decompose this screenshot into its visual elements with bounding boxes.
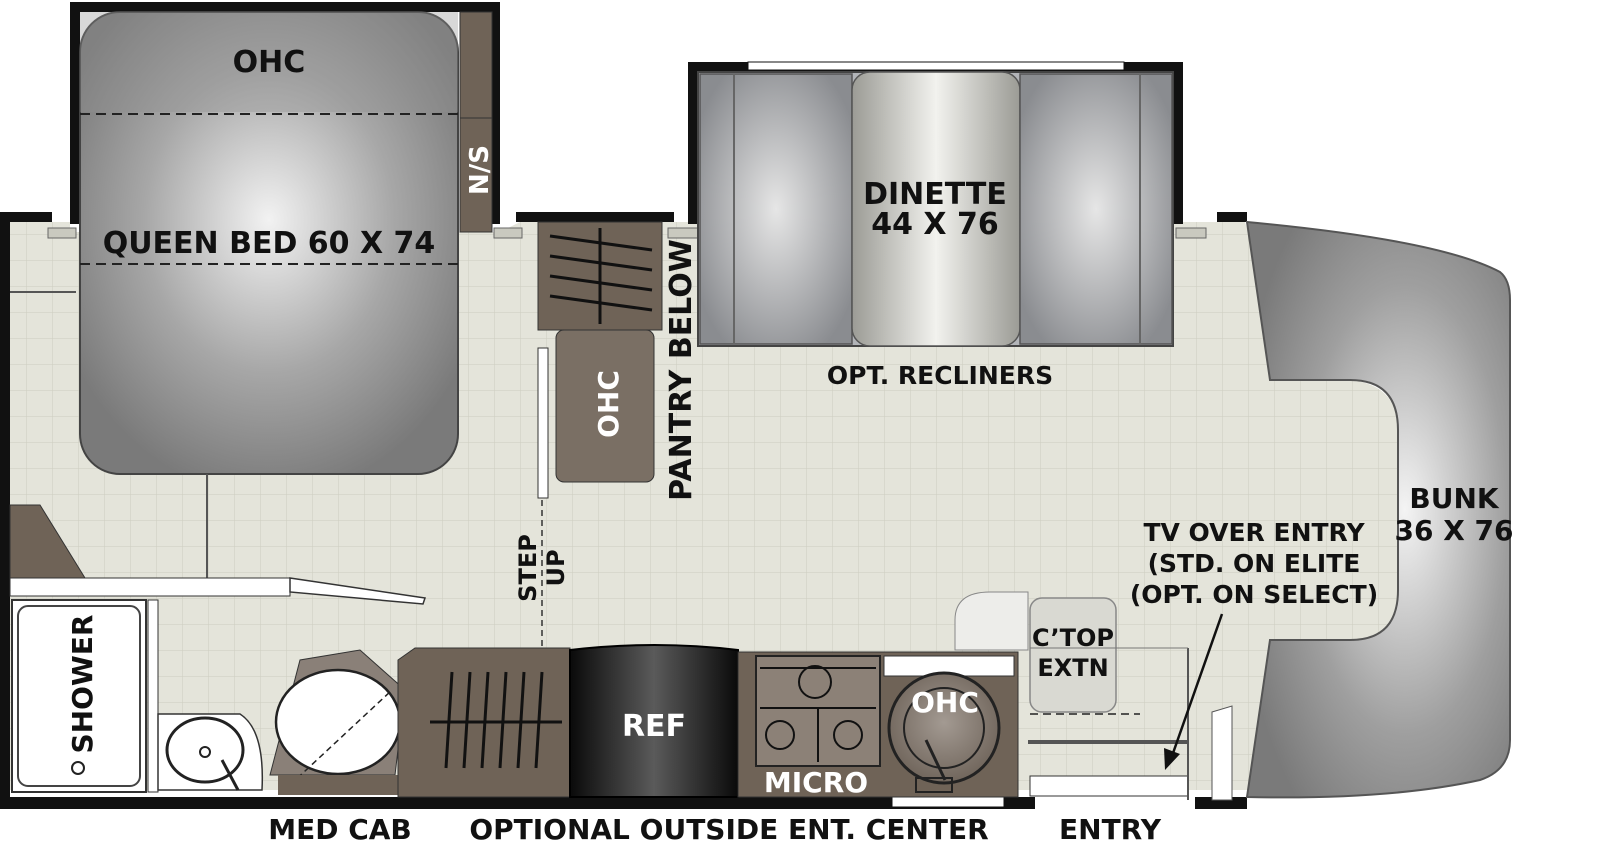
label-entry: ENTRY [1059,813,1162,846]
label-ref: REF [622,709,686,744]
label-bunk-size: 36 X 76 [1394,514,1513,547]
sink-basin [165,716,245,784]
toilet [274,668,402,776]
cooktop-burners [760,665,876,762]
tv-arrow-head [1164,748,1180,770]
label-micro: MICRO [764,766,868,799]
ohc-cabinet-mid [555,329,655,483]
cab-over-bunk [1245,220,1511,799]
label-opt-recliners: OPT. RECLINERS [827,361,1053,390]
pantry-shelves [549,228,653,324]
countertop-extension [1029,597,1117,713]
label-ctop: C’TOP [1032,624,1114,652]
step-edge [537,347,549,499]
label-tv-line3: (OPT. ON SELECT) [1130,580,1378,609]
refrigerator [569,644,739,798]
label-shower: SHOWER [66,615,99,754]
label-ohc-kitchen: OHC [911,686,979,719]
label-queen-bed: QUEEN BED 60 X 74 [103,226,436,261]
label-ohc-bed: OHC [233,45,306,80]
label-dinette-size: 44 X 76 [871,207,999,242]
dinette-seat-right [1019,73,1173,345]
tv-arrow-line [1170,613,1224,757]
kitchen-sink [887,671,1001,785]
dinette-seat-left [699,73,853,345]
label-med-cab: MED CAB [268,813,412,846]
shower-drain [71,761,85,775]
label-up: UP [542,549,570,586]
label-step: STEP [514,534,542,602]
countertop-rounded [954,591,1029,651]
label-bunk: BUNK [1409,482,1500,515]
label-ctop-extn: EXTN [1037,654,1108,682]
nightstand [459,11,493,233]
label-pantry-below: PANTRY BELOW [664,239,699,501]
slide-trim [47,227,1207,239]
label-outside-ent-center: OPTIONAL OUTSIDE ENT. CENTER [469,813,988,846]
bathroom-door [289,577,426,605]
entry-step [1029,775,1189,797]
walls [0,2,1247,809]
label-tv-line2: (STD. ON ELITE [1148,549,1361,578]
queen-bed [79,11,459,475]
label-ohc-mid: OHC [592,370,625,438]
ent-center-shelves [430,671,562,769]
label-tv-line1: TV OVER ENTRY [1143,518,1365,547]
label-dinette: DINETTE [863,177,1007,212]
label-nightstand: N/S [465,145,495,195]
bathroom-wall [9,577,291,597]
